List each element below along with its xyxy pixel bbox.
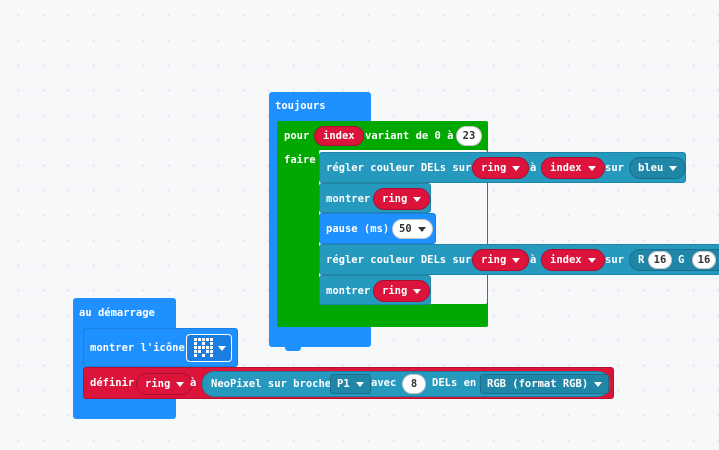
dropdown-caret-icon [587, 165, 596, 171]
dropdown-caret-icon [413, 196, 422, 202]
set-led-color-block[interactable]: régler couleur DELs sur ring à index sur… [319, 152, 687, 183]
show-icon-block[interactable]: montrer l'icône [83, 328, 238, 367]
pause-value-dropdown[interactable]: 50 [392, 219, 433, 239]
strip-dropdown[interactable]: ring [472, 157, 530, 179]
dropdown-caret-icon [512, 257, 521, 263]
led-icon-picker [194, 338, 213, 357]
define-variable-block[interactable]: définir ring à NeoPixel sur broche P1 av… [83, 367, 614, 399]
dropdown-caret-icon [594, 381, 603, 387]
strip-dropdown[interactable]: ring [472, 249, 530, 271]
show-block[interactable]: montrer ring [319, 275, 431, 305]
strip-dropdown[interactable]: ring [373, 280, 431, 302]
dropdown-caret-icon [669, 165, 678, 171]
set-led-color-rgb-block[interactable]: régler couleur DELs sur ring à index sur… [319, 244, 719, 275]
dropdown-caret-icon [355, 381, 364, 387]
g-value[interactable]: 16 [692, 251, 716, 269]
forever-label: toujours [275, 100, 326, 112]
dropdown-caret-icon [218, 345, 226, 351]
dropdown-caret-icon [413, 288, 422, 294]
pause-block[interactable]: pause (ms) 50 [319, 213, 436, 244]
index-dropdown[interactable]: index [541, 157, 605, 179]
dropdown-caret-icon [587, 257, 596, 263]
dropdown-caret-icon [417, 226, 426, 232]
dropdown-caret-icon [512, 165, 521, 171]
on-start-label: au démarrage [79, 307, 155, 319]
led-count-value[interactable]: 8 [402, 374, 426, 394]
color-dropdown[interactable]: bleu [629, 157, 687, 179]
strip-dropdown[interactable]: ring [373, 188, 431, 210]
index-dropdown[interactable]: index [541, 249, 605, 271]
for-range-label: variant de 0 à [365, 130, 454, 142]
r-value[interactable]: 16 [648, 251, 672, 269]
icon-picker[interactable] [186, 334, 232, 362]
for-end-value[interactable]: 23 [456, 126, 482, 146]
do-label: faire [284, 154, 316, 166]
format-dropdown[interactable]: RGB (format RGB) [480, 374, 610, 394]
variable-dropdown[interactable]: ring [136, 373, 194, 395]
pin-dropdown[interactable]: P1 [330, 374, 371, 394]
for-variable-index[interactable]: index [314, 126, 364, 146]
show-block[interactable]: montrer ring [319, 183, 431, 213]
for-label: pour [284, 130, 310, 142]
dropdown-caret-icon [176, 381, 185, 387]
